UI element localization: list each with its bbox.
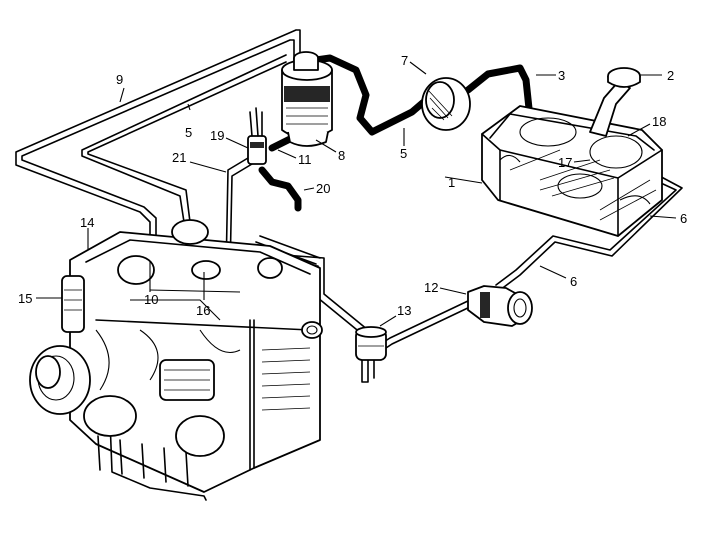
pipe-5-left (81, 54, 287, 223)
pipe-6-lower (361, 299, 471, 383)
callout-20: 20 (316, 181, 330, 196)
callout-18: 18 (652, 114, 666, 129)
callout-11: 11 (298, 152, 312, 167)
callout-14: 14 (80, 215, 94, 230)
callout-labels: 1 2 3 5 5 6 6 7 8 9 10 11 12 13 14 15 16… (18, 53, 687, 318)
callout-5a: 5 (185, 125, 192, 140)
valve-19 (247, 107, 267, 165)
charcoal-canister (281, 51, 333, 147)
callout-7: 7 (401, 53, 408, 68)
callout-5b: 5 (400, 146, 407, 161)
callout-17: 17 (558, 155, 572, 170)
callout-2: 2 (667, 68, 674, 83)
pipe-6 (499, 171, 683, 291)
fuel-tank (481, 67, 663, 237)
pipe-21 (225, 157, 253, 273)
hose-canister-to-7 (312, 54, 430, 136)
callout-15: 15 (18, 291, 32, 306)
purge-valve (421, 77, 471, 131)
fuel-pump (467, 285, 533, 327)
callout-3: 3 (558, 68, 565, 83)
fuel-filter (355, 326, 387, 361)
engine-block (29, 219, 323, 501)
callout-9: 9 (116, 72, 123, 87)
hose-3 (464, 64, 534, 122)
callout-13: 13 (397, 303, 411, 318)
callout-10: 10 (144, 292, 158, 307)
callout-6a: 6 (680, 211, 687, 226)
leader-lines (36, 61, 677, 327)
callout-16: 16 (196, 303, 210, 318)
hose-20 (258, 166, 302, 212)
callout-19: 19 (210, 128, 224, 143)
callout-21: 21 (172, 150, 186, 165)
callout-1: 1 (448, 175, 455, 190)
callout-6b: 6 (570, 274, 577, 289)
callout-12: 12 (424, 280, 438, 295)
callout-8: 8 (338, 148, 345, 163)
